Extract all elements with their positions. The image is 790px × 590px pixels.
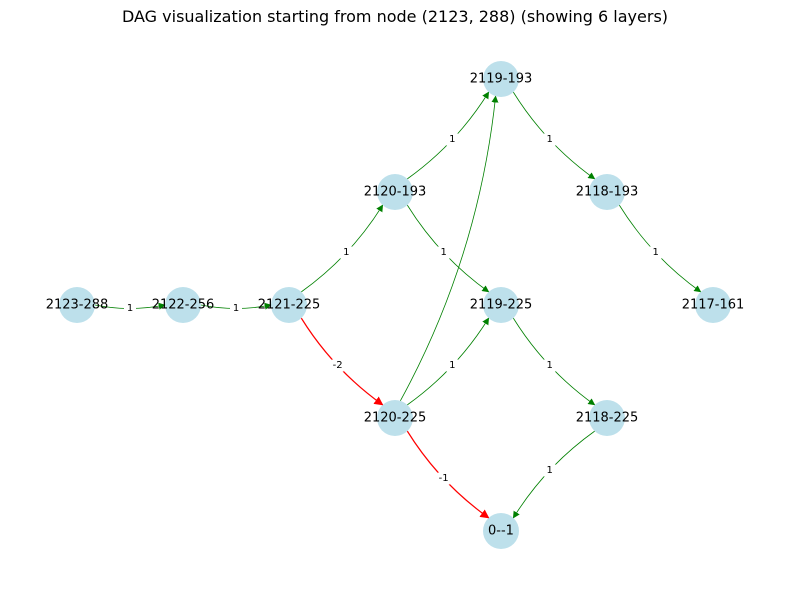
edge-label-background	[437, 246, 450, 259]
edge-weight-text: 1	[546, 465, 552, 476]
node-2119-193: 2119-193	[470, 61, 533, 97]
edge-labels-layer: 1 1 1 -2 1 1 1 -1 1 1 1 1	[124, 133, 662, 485]
node-2122-256: 2122-256	[152, 287, 215, 323]
node-label: 2123-288	[46, 298, 109, 313]
node-circle	[483, 287, 519, 323]
edge-label-2120-225-to-0--1: -1	[437, 472, 450, 485]
node-label: 2118-193	[576, 185, 639, 200]
node-circle	[59, 287, 95, 323]
edge-label-background	[543, 359, 556, 372]
edge-label-background	[543, 133, 556, 146]
node-0--1: 0--1	[483, 513, 519, 549]
edge-label-background	[124, 302, 136, 315]
edge-label-2118-193-to-2117-161: 1	[649, 246, 662, 259]
edge-weight-text: 1	[449, 360, 455, 371]
node-circle	[589, 174, 625, 210]
node-circle	[377, 400, 413, 436]
node-2120-193: 2120-193	[364, 174, 427, 210]
edge-label-background	[543, 464, 556, 477]
edge-weight-text: 1	[233, 303, 239, 314]
edge-label-background	[340, 246, 353, 259]
edge-weight-text: 1	[343, 247, 349, 258]
node-circle	[483, 513, 519, 549]
edge-label-background	[446, 359, 459, 372]
node-label: 2117-161	[682, 298, 745, 313]
node-circle	[589, 400, 625, 436]
node-circle	[165, 287, 201, 323]
node-circle	[271, 287, 307, 323]
diagram-title: DAG visualization starting from node (21…	[121, 7, 669, 26]
node-label: 2119-225	[470, 298, 533, 313]
node-label: 0--1	[488, 524, 514, 539]
edge-label-2120-193-to-2119-225: 1	[437, 246, 450, 259]
edge-weight-text: -1	[439, 473, 449, 484]
edge-label-2122-256-to-2121-225: 1	[230, 302, 242, 315]
node-2120-225: 2120-225	[364, 400, 427, 436]
edge-label-background	[437, 472, 450, 485]
node-label: 2119-193	[470, 72, 533, 87]
edge-label-2120-225-to-2119-225: 1	[446, 359, 459, 372]
edge-label-2120-193-to-2119-193: 1	[446, 133, 459, 146]
node-2118-225: 2118-225	[576, 400, 639, 436]
edge-weight-text: 1	[546, 134, 552, 145]
edge-label-2118-225-to-0--1: 1	[543, 464, 556, 477]
edge-weight-text: 1	[449, 134, 455, 145]
node-circle	[695, 287, 731, 323]
edge-label-background	[331, 359, 344, 372]
edge-label-background	[649, 246, 662, 259]
edge-label-2119-193-to-2118-193: 1	[543, 133, 556, 146]
node-label: 2122-256	[152, 298, 215, 313]
node-label: 2120-225	[364, 411, 427, 426]
edge-label-2123-288-to-2122-256: 1	[124, 302, 136, 315]
nodes-layer: 2123-288 2122-256 2121-225 2120-193 2120-225…	[46, 61, 745, 549]
edge-label-background	[446, 133, 459, 146]
edge-weight-text: -2	[333, 360, 343, 371]
edge-weight-text: 1	[652, 247, 658, 258]
node-2118-193: 2118-193	[576, 174, 639, 210]
node-circle	[483, 61, 519, 97]
node-label: 2121-225	[258, 298, 321, 313]
edge-label-2119-225-to-2118-225: 1	[543, 359, 556, 372]
edge-2120-225-to-2119-193	[400, 95, 499, 402]
node-2119-225: 2119-225	[470, 287, 533, 323]
edge-weight-text: 1	[127, 303, 133, 314]
node-circle	[377, 174, 413, 210]
node-2121-225: 2121-225	[258, 287, 321, 323]
node-label: 2120-193	[364, 185, 427, 200]
node-label: 2118-225	[576, 411, 639, 426]
edge-weight-text: 1	[440, 247, 446, 258]
edge-label-background	[230, 302, 242, 315]
node-2123-288: 2123-288	[46, 287, 109, 323]
edge-weight-text: 1	[546, 360, 552, 371]
node-2117-161: 2117-161	[682, 287, 745, 323]
edge-label-2121-225-to-2120-193: 1	[340, 246, 353, 259]
edge-label-2121-225-to-2120-225: -2	[331, 359, 344, 372]
